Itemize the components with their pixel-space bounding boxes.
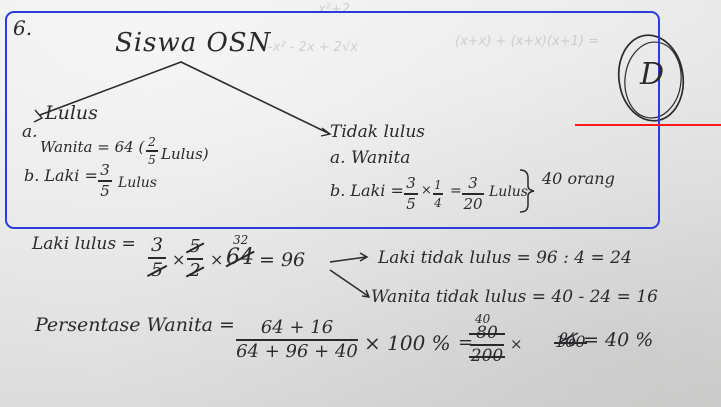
persentase-tail: % = 40 % bbox=[559, 329, 654, 351]
ghost-text-mid: -x² - 2x + 2√x bbox=[268, 40, 358, 55]
calc-frac-1-den: 5 bbox=[148, 260, 166, 280]
ghost-text-top-right: (x+x) + (x+x)(x+1) = bbox=[455, 34, 600, 49]
right-frac-2: 1 4 bbox=[433, 179, 443, 209]
left-a-suffix: Lulus) bbox=[161, 145, 209, 163]
persentase-label: Persentase Wanita = bbox=[35, 314, 235, 336]
calc-frac-2-num: 5 bbox=[187, 238, 203, 256]
red-marker-line bbox=[575, 124, 721, 126]
answer-letter: D bbox=[640, 57, 665, 92]
right-frac-3-den: 20 bbox=[463, 194, 483, 213]
left-b-prefix: b. Laki = bbox=[24, 166, 98, 185]
right-frac-2-bar bbox=[433, 193, 443, 195]
calc-frac-1-num: 3 bbox=[150, 234, 164, 256]
right-branch-title: Tidak lulus bbox=[330, 122, 425, 142]
right-frac-1: 3 5 bbox=[404, 176, 418, 212]
right-a-text: a. Wanita bbox=[330, 148, 411, 168]
left-b-suffix: Lulus bbox=[118, 175, 157, 191]
right-frac-3-suffix: Lulus bbox=[489, 184, 528, 200]
calc-frac-2: 5 2 bbox=[187, 238, 203, 280]
right-equals: = bbox=[450, 183, 462, 199]
persentase-frac-2-bar bbox=[470, 344, 504, 346]
calc-frac-2-bar bbox=[187, 258, 203, 260]
calc-frac-2-den: 2 bbox=[187, 261, 203, 280]
left-a-frac-num: 2 bbox=[148, 135, 156, 149]
left-b-frac-bar bbox=[98, 180, 112, 182]
left-a-text: Wanita = 64 ( bbox=[40, 138, 145, 156]
left-b-fraction: 3 5 bbox=[98, 163, 112, 199]
calc-times-1: × bbox=[172, 250, 186, 269]
calc-frac-1: 3 5 bbox=[148, 236, 166, 280]
persentase-frac-bar bbox=[236, 339, 358, 341]
annotation-box bbox=[5, 11, 660, 229]
right-frac-2-num: 1 bbox=[434, 178, 442, 192]
persentase-frac-num: 64 + 16 bbox=[260, 317, 334, 338]
right-frac-1-num: 3 bbox=[406, 174, 416, 192]
calc-big-num: 64 bbox=[226, 245, 254, 270]
right-frac-3-num: 3 bbox=[468, 174, 478, 192]
persentase-eq-1: = bbox=[458, 332, 474, 353]
calc-frac-1-bar bbox=[148, 257, 166, 259]
brace-note: 40 orang bbox=[542, 169, 615, 188]
persentase-fraction: 64 + 16 64 + 96 + 40 bbox=[236, 319, 358, 361]
persentase-times-2: × bbox=[510, 335, 523, 353]
left-a-fraction: 2 5 bbox=[146, 136, 158, 166]
persentase-struck-100: 100 bbox=[554, 332, 587, 351]
left-a-prefix: a. bbox=[22, 122, 38, 142]
persentase-frac-2: 80 200 bbox=[469, 325, 505, 366]
left-branch-title: Lulus bbox=[45, 102, 98, 124]
persentase-frac-2-num: 80 bbox=[469, 325, 505, 342]
calc-times-2: × bbox=[210, 250, 224, 269]
right-times: × bbox=[421, 183, 432, 198]
persentase-frac-den: 64 + 96 + 40 bbox=[236, 340, 358, 362]
right-frac-3: 3 20 bbox=[462, 176, 484, 212]
right-frac-1-den: 5 bbox=[406, 194, 416, 213]
right-frac-3-bar bbox=[462, 193, 484, 195]
ghost-text-top: x²+2 bbox=[318, 2, 351, 17]
wanita-tidak-lulus: Wanita tidak lulus = 40 - 24 = 16 bbox=[371, 287, 658, 307]
tree-root: Siswa OSN bbox=[115, 28, 272, 58]
calc-sup-32: 32 bbox=[233, 233, 249, 247]
left-b-frac-num: 3 bbox=[100, 161, 110, 179]
persentase-sup-40: 40 bbox=[475, 312, 491, 326]
problem-number: 6. bbox=[13, 16, 33, 40]
laki-tidak-lulus: Laki tidak lulus = 96 : 4 = 24 bbox=[378, 248, 632, 268]
left-a-frac-den: 5 bbox=[148, 152, 156, 167]
calc-result: = 96 bbox=[259, 249, 306, 271]
left-a-frac-bar bbox=[146, 150, 158, 152]
right-frac-2-den: 4 bbox=[434, 195, 442, 210]
persentase-frac-2-den: 200 bbox=[469, 345, 505, 366]
persentase-times-100: × 100 % bbox=[364, 331, 451, 355]
left-b-frac-den: 5 bbox=[100, 181, 110, 200]
laki-lulus-label: Laki lulus = bbox=[32, 234, 136, 254]
right-frac-1-bar bbox=[404, 193, 418, 195]
right-b-prefix: b. Laki = bbox=[330, 181, 404, 200]
